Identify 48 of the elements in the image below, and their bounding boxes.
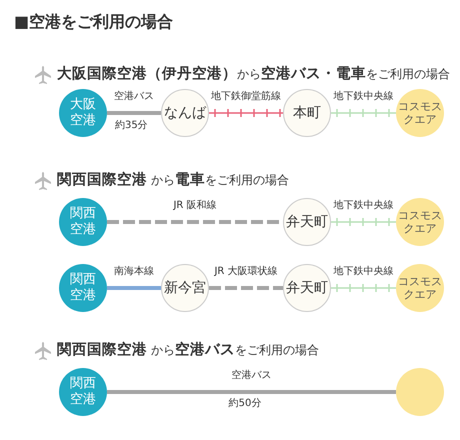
section-heading: 関西国際空港 から電車をご利用の場合 xyxy=(57,172,289,190)
edge-label: 地下鉄中央線 xyxy=(334,201,394,211)
station-circle xyxy=(161,89,209,137)
duration-label: 約50分 xyxy=(228,399,262,409)
title: ■空港をご利用の場合 xyxy=(14,12,174,32)
station-circle xyxy=(161,264,209,312)
station-name: 弁天町 xyxy=(285,280,329,296)
edge-label: JR 阪和線 xyxy=(173,201,217,211)
station-name: コスモスクエア xyxy=(398,208,442,236)
destination-circle xyxy=(396,198,444,246)
edge-label: 南海本線 xyxy=(114,267,154,277)
station-name: 大阪空港 xyxy=(69,97,97,129)
edge-label: 空港バス xyxy=(232,371,272,381)
station-name: 関西空港 xyxy=(69,272,97,304)
route-line xyxy=(330,283,397,293)
edge-label: JR 大阪環状線 xyxy=(214,267,278,277)
edge-label: 地下鉄中央線 xyxy=(334,92,394,102)
airport-circle xyxy=(59,368,107,416)
station-name: 新今宮 xyxy=(163,280,207,296)
route-line xyxy=(107,111,161,115)
airport-circle xyxy=(59,264,107,312)
duration-label: 約35分 xyxy=(115,121,148,131)
station-name: 本町 xyxy=(292,104,322,122)
airport-circle xyxy=(59,198,107,246)
airport-circle xyxy=(59,89,107,137)
route-line xyxy=(107,390,396,394)
route-line xyxy=(330,108,397,118)
station-name: コスモスクエア xyxy=(398,274,442,302)
station-name: 関西空港 xyxy=(69,376,97,408)
destination-circle xyxy=(396,368,444,416)
route-line xyxy=(330,217,397,227)
station-name: コスモスクエア xyxy=(398,100,442,126)
rail-line xyxy=(209,286,283,290)
destination-circle xyxy=(396,89,444,137)
route-line xyxy=(107,286,161,290)
edge-label: 空港バス xyxy=(114,92,154,102)
station-circle xyxy=(283,198,331,246)
station-circle xyxy=(283,264,331,312)
edge-label: 地下鉄御堂筋線 xyxy=(211,92,281,102)
route-line xyxy=(208,108,284,118)
station-name: 関西空港 xyxy=(69,206,97,238)
station-name: なんば xyxy=(163,104,207,122)
section-heading: 大阪国際空港（伊丹空港）から空港バス・電車をご利用の場合 xyxy=(57,66,450,84)
station-circle xyxy=(283,89,331,137)
edge-label: 地下鉄中央線 xyxy=(334,267,394,277)
station-name: 弁天町 xyxy=(285,214,329,230)
section-heading: 関西国際空港 から空港バスをご利用の場合 xyxy=(57,342,319,360)
destination-circle xyxy=(396,264,444,312)
